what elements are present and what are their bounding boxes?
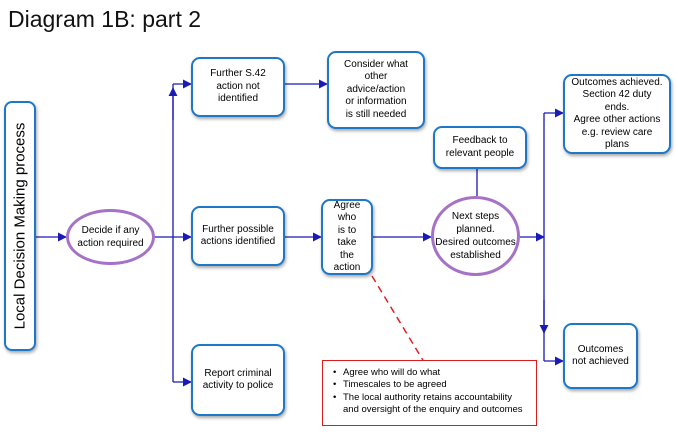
- agreement-item: Agree who will do what: [333, 367, 530, 380]
- agreement-item: The local authority retains accountabili…: [333, 392, 530, 417]
- further-not-identified-node: Further S.42 action not identified: [191, 57, 285, 117]
- agreement-note: Agree who will do what Timescales to be …: [322, 360, 537, 426]
- consider-node: Consider what other advice/action or inf…: [327, 51, 425, 129]
- dashed-connector-to-note: [371, 275, 425, 363]
- agree-who-node: Agree who is to take the action: [321, 199, 373, 275]
- outcomes-not-achieved-node: Outcomes not achieved: [563, 323, 638, 389]
- further-possible-node: Further possible actions identified: [191, 206, 285, 266]
- agreement-list: Agree who will do what Timescales to be …: [331, 367, 530, 416]
- report-node: Report criminal activity to police: [191, 344, 285, 416]
- side-label: Local Decision Making process: [11, 122, 29, 330]
- agreement-item: Timescales to be agreed: [333, 379, 530, 392]
- feedback-node: Feedback to relevant people: [433, 126, 527, 169]
- diagram-title: Diagram 1B: part 2: [8, 6, 202, 32]
- decide-node: Decide if any action required: [66, 209, 155, 265]
- outcomes-achieved-node: Outcomes achieved. Section 42 duty ends.…: [563, 74, 671, 154]
- side-label-box: Local Decision Making process: [4, 101, 36, 351]
- next-steps-node: Next steps planned. Desired outcomes est…: [431, 196, 520, 276]
